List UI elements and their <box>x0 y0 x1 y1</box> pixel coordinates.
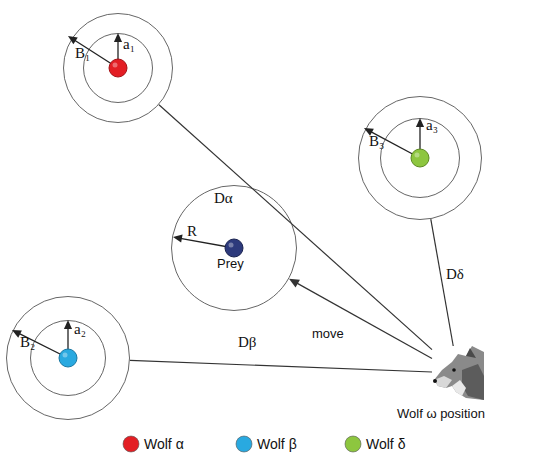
vector-arrow-head <box>416 118 424 127</box>
edge-label: Dα <box>214 190 233 206</box>
vector-arrow-head <box>114 33 122 42</box>
range-ring <box>64 14 173 123</box>
dot-highlight <box>229 243 234 248</box>
wolf-fur <box>434 346 484 400</box>
legend-swatch-box <box>235 434 255 454</box>
distance-connector <box>431 219 453 346</box>
wolf-dot <box>59 349 77 367</box>
dot-highlight <box>63 353 68 358</box>
node-shape <box>171 185 297 311</box>
legend-item: Wolf δ <box>344 434 444 454</box>
vector-arrow-head <box>173 235 183 243</box>
prey-label: Prey <box>217 257 244 271</box>
connector-head <box>289 279 300 288</box>
legend-swatch <box>236 436 252 452</box>
legend-item: Wolf β <box>235 434 335 454</box>
wolf-nose <box>433 379 437 383</box>
delta-wolf-circle: B₃ a₃ <box>358 96 482 220</box>
edge-label: move <box>312 326 344 342</box>
legend-text: Wolf α <box>144 436 184 452</box>
legend-text: Wolf δ <box>366 436 405 452</box>
legend-swatch-box <box>122 434 142 454</box>
vector-label: a₃ <box>426 118 438 132</box>
vector-label: B₁ <box>75 46 90 60</box>
node-shape <box>63 13 173 123</box>
wolf-position-label: Wolf ω position <box>397 407 485 421</box>
range-ring <box>31 321 106 396</box>
legend-swatch-box <box>344 434 364 454</box>
connector-line <box>159 105 432 350</box>
connector-line <box>431 219 453 346</box>
prey-circle: R Prey <box>171 185 297 311</box>
range-ring <box>7 297 130 420</box>
distance-connector <box>130 360 432 372</box>
omega-wolf: Wolf ω position <box>432 346 484 400</box>
beta-wolf-circle: B₂ a₂ <box>6 296 130 420</box>
node-shape <box>6 296 130 420</box>
range-ring <box>172 186 297 311</box>
legend-text: Wolf β <box>257 436 297 452</box>
alpha-wolf-circle: B₁ a₁ <box>63 13 173 123</box>
legend-swatch <box>123 436 139 452</box>
distance-connector <box>159 105 432 350</box>
dot-highlight <box>415 153 420 158</box>
legend-item: Wolf α <box>122 434 222 454</box>
connector-line <box>294 282 432 359</box>
vector-label: B₂ <box>20 335 35 349</box>
wolf-shade <box>462 364 484 400</box>
wolf-eye <box>452 368 456 372</box>
node-shape <box>358 96 482 220</box>
vector-arrow-head <box>64 320 72 329</box>
vector-label: B₃ <box>369 134 384 148</box>
radius-label: R <box>187 224 197 238</box>
wolf-cheek <box>452 380 466 396</box>
edge-label: Dβ <box>238 334 256 350</box>
range-ring <box>381 119 460 198</box>
connector-line <box>130 360 432 372</box>
wolf-dot <box>225 239 243 257</box>
wolf-muzzle <box>434 376 452 388</box>
wolf-dot <box>109 59 127 77</box>
range-ring <box>359 97 482 220</box>
distance-connector <box>289 279 432 359</box>
vector-label: a₁ <box>123 37 135 51</box>
legend-swatch <box>345 436 361 452</box>
vector-arrow-head <box>68 36 78 44</box>
dot-highlight <box>113 63 118 68</box>
range-ring <box>84 34 153 103</box>
vector-label: a₂ <box>74 322 86 336</box>
wolf-ear <box>466 348 476 358</box>
wolf-dot <box>411 149 429 167</box>
node-shape <box>432 346 484 400</box>
edge-label: Dδ <box>446 266 464 282</box>
